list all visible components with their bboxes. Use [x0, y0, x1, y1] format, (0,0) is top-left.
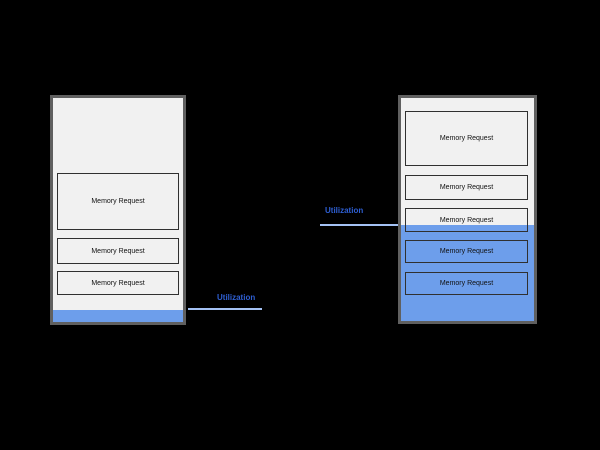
memory-request-label: Memory Request — [91, 247, 145, 255]
memory-request-label: Memory Request — [439, 135, 494, 142]
memory-request-box: Memory Request — [57, 173, 179, 230]
memory-request-box: Memory Request — [57, 238, 179, 264]
utilization-label-left: Utilization — [217, 293, 256, 302]
utilization-label-right: Utilization — [325, 206, 364, 215]
memory-request-box: Memory Request — [405, 272, 528, 295]
memory-request-box: Memory Request — [405, 240, 528, 263]
memory-request-label: Memory Request — [439, 280, 494, 287]
memory-container-left: Memory Request Memory Request Memory Req… — [50, 95, 186, 325]
utilization-fill-bar-left — [53, 310, 183, 322]
memory-request-label: Memory Request — [439, 184, 494, 191]
utilization-fill-region-right — [401, 225, 534, 321]
utilization-pointer-line-right — [320, 224, 398, 226]
memory-request-label: Memory Request — [91, 279, 145, 287]
memory-request-box: Memory Request — [57, 271, 179, 295]
memory-request-label: Memory Request — [439, 216, 494, 224]
memory-request-label: Memory Request — [439, 248, 494, 255]
memory-container-right: Memory Request Memory Request Memory Req… — [398, 95, 537, 324]
utilization-pointer-line-left — [188, 308, 262, 310]
memory-request-box: Memory Request — [405, 111, 528, 166]
memory-request-box: Memory Request — [405, 175, 528, 200]
memory-request-label: Memory Request — [91, 198, 145, 205]
memory-request-box: Memory Request — [405, 208, 528, 232]
